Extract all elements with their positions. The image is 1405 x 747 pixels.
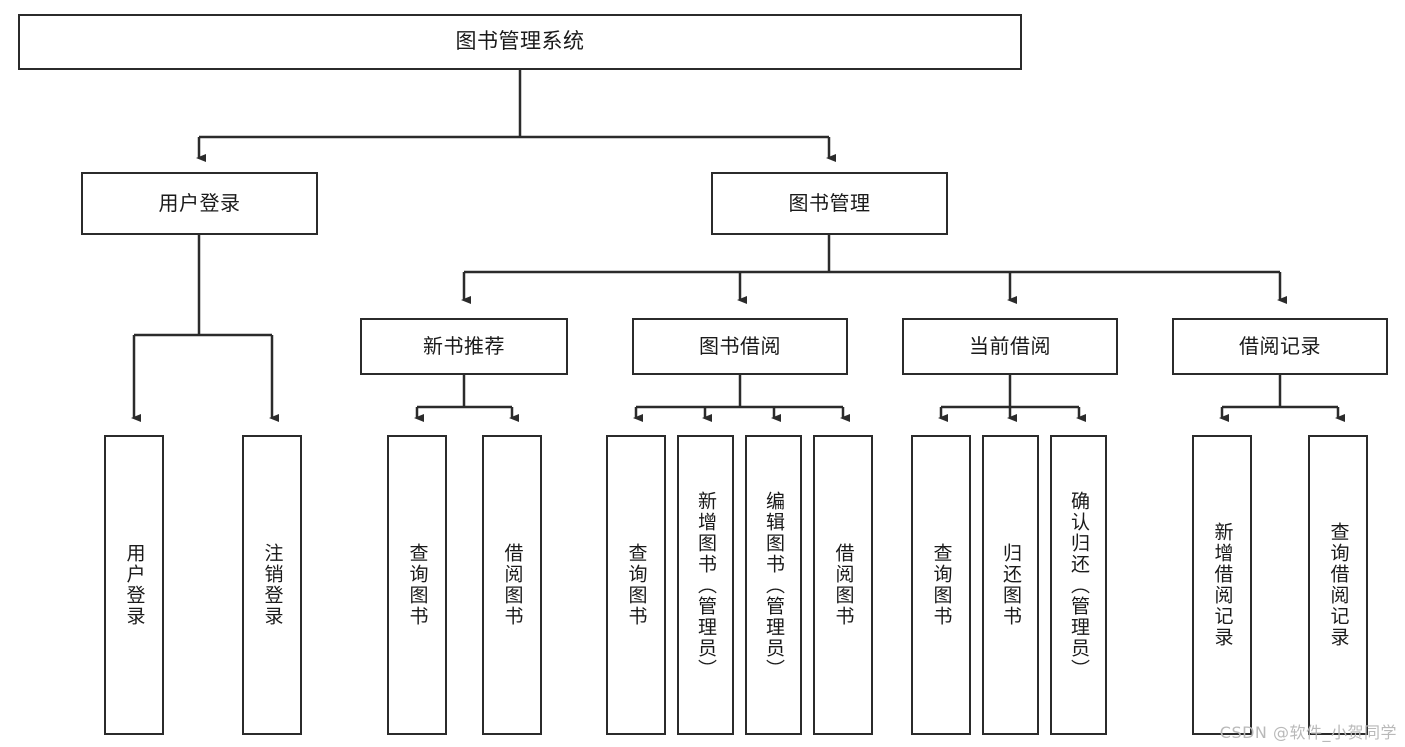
leaf-user-login[interactable]: 用户登录 xyxy=(104,435,164,735)
node-borrow-record[interactable]: 借阅记录 xyxy=(1172,318,1388,375)
node-book-borrow[interactable]: 图书借阅 xyxy=(632,318,848,375)
leaf-add-book-label: 新增图书（管理员） xyxy=(695,490,717,680)
leaf-query-book-1-label: 查询图书 xyxy=(406,543,429,627)
leaf-query-book-3-label: 查询图书 xyxy=(930,543,953,627)
node-root-label: 图书管理系统 xyxy=(455,29,585,54)
node-book-borrow-label: 图书借阅 xyxy=(699,334,781,359)
node-current-borrow-label: 当前借阅 xyxy=(969,334,1051,359)
leaf-borrow-book-2-label: 借阅图书 xyxy=(832,543,855,627)
leaf-logout-login-label: 注销登录 xyxy=(261,543,284,627)
node-new-book-recommend[interactable]: 新书推荐 xyxy=(360,318,568,375)
leaf-user-login-label: 用户登录 xyxy=(123,543,146,627)
node-current-borrow[interactable]: 当前借阅 xyxy=(902,318,1118,375)
watermark-text: CSDN @软件_小贺同学 xyxy=(1219,723,1397,742)
leaf-edit-book[interactable]: 编辑图书（管理员） xyxy=(745,435,802,735)
leaf-confirm-return[interactable]: 确认归还（管理员） xyxy=(1050,435,1107,735)
leaf-query-book-1[interactable]: 查询图书 xyxy=(387,435,447,735)
node-borrow-record-label: 借阅记录 xyxy=(1239,334,1321,359)
leaf-confirm-return-label: 确认归还（管理员） xyxy=(1068,490,1090,680)
node-root[interactable]: 图书管理系统 xyxy=(18,14,1022,70)
leaf-logout-login[interactable]: 注销登录 xyxy=(242,435,302,735)
node-new-book-recommend-label: 新书推荐 xyxy=(423,334,505,359)
leaf-add-record[interactable]: 新增借阅记录 xyxy=(1192,435,1252,735)
leaf-query-book-3[interactable]: 查询图书 xyxy=(911,435,971,735)
leaf-return-book[interactable]: 归还图书 xyxy=(982,435,1039,735)
node-book-manage-label: 图书管理 xyxy=(788,191,871,216)
leaf-query-book-2[interactable]: 查询图书 xyxy=(606,435,666,735)
leaf-query-record[interactable]: 查询借阅记录 xyxy=(1308,435,1368,735)
leaf-return-book-label: 归还图书 xyxy=(1000,543,1022,627)
node-user-login-label: 用户登录 xyxy=(158,191,241,216)
leaf-borrow-book-1[interactable]: 借阅图书 xyxy=(482,435,542,735)
node-user-login[interactable]: 用户登录 xyxy=(81,172,318,235)
node-book-manage[interactable]: 图书管理 xyxy=(711,172,948,235)
leaf-add-book[interactable]: 新增图书（管理员） xyxy=(677,435,734,735)
leaf-edit-book-label: 编辑图书（管理员） xyxy=(763,490,785,680)
leaf-borrow-book-1-label: 借阅图书 xyxy=(501,543,524,627)
leaf-add-record-label: 新增借阅记录 xyxy=(1211,522,1234,648)
leaf-query-record-label: 查询借阅记录 xyxy=(1327,522,1350,648)
leaf-borrow-book-2[interactable]: 借阅图书 xyxy=(813,435,873,735)
leaf-query-book-2-label: 查询图书 xyxy=(625,543,648,627)
